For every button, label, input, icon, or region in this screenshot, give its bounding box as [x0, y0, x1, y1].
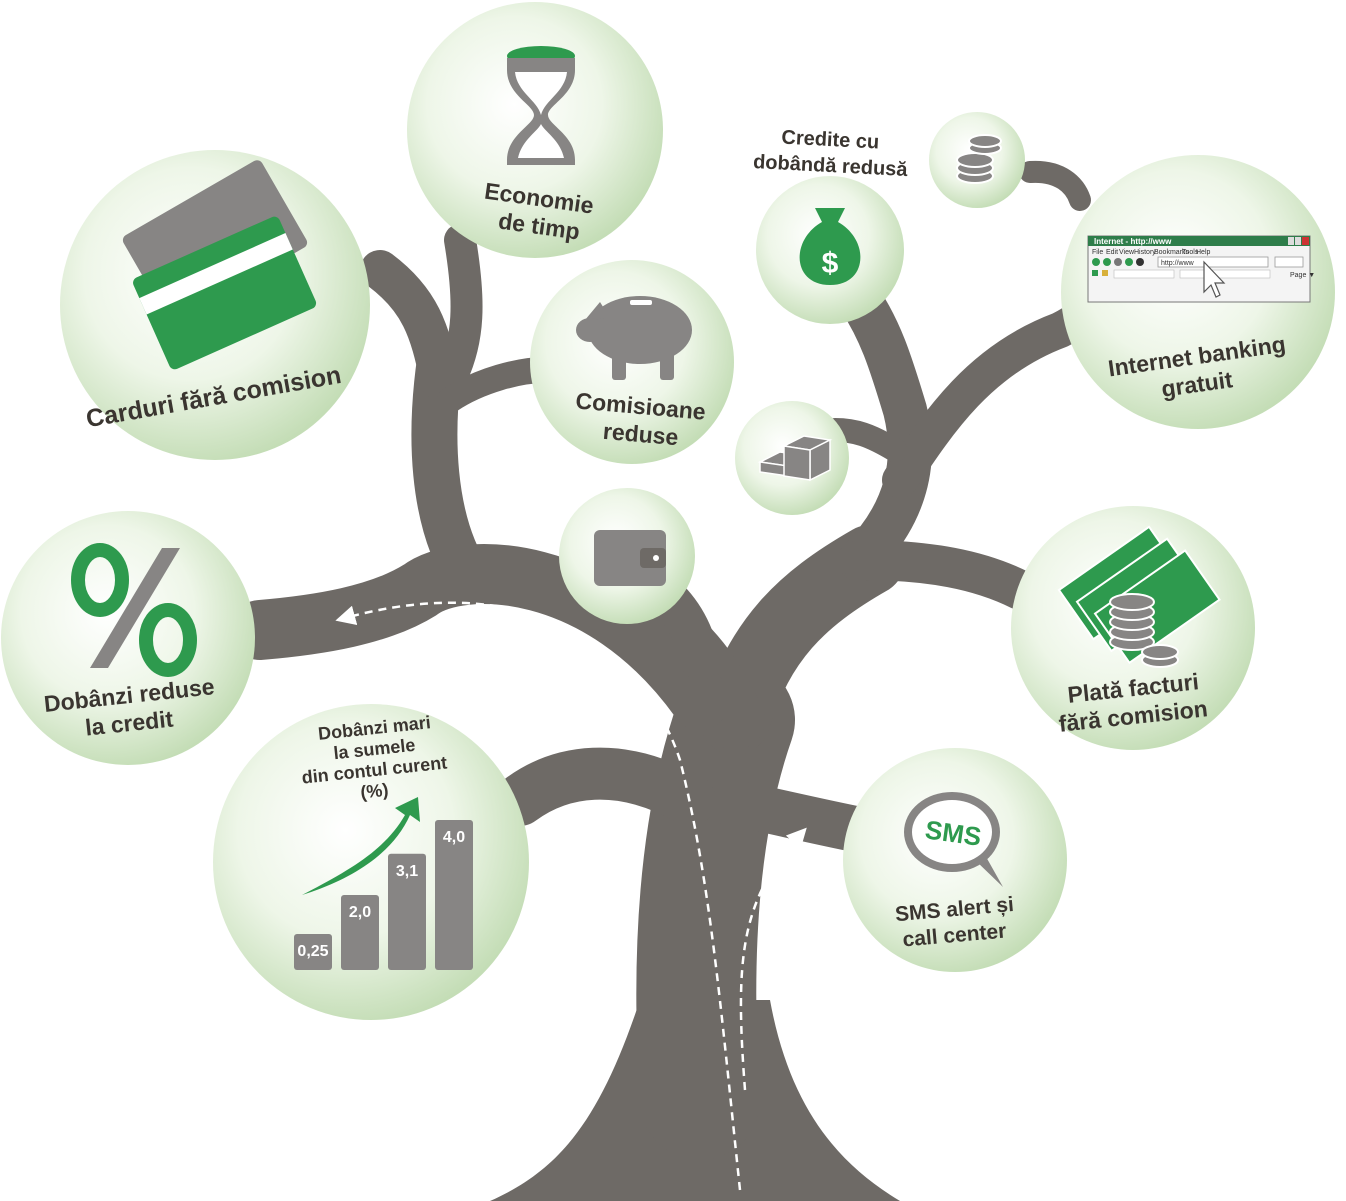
rising-arrow-icon: [302, 797, 420, 895]
mouse-cursor-icon: [1203, 260, 1226, 298]
flow-arrows: [335, 601, 807, 1191]
browser-menu-view: View: [1119, 249, 1135, 256]
bubble-bills: Plată facturi fără comision: [1011, 506, 1255, 750]
credit-label-line2: dobândă redusă: [753, 151, 909, 181]
interest-bar: [341, 895, 379, 970]
browser-menu-help: Help: [1196, 249, 1211, 256]
browser-address: http://www: [1161, 260, 1195, 267]
flow-arrow-left: [335, 601, 742, 1191]
piggy-bank-icon: [576, 296, 692, 380]
interest-bar: [294, 934, 332, 970]
bubble-fees: Comisioane reduse: [530, 260, 734, 464]
browser-menu-tools: Tools: [1182, 249, 1199, 256]
interest-bar-label: 2,0: [349, 904, 371, 921]
banknotes-coins-icon: [1057, 525, 1221, 668]
bubble-internet-banking: Internet - http://www File Edit View His…: [1061, 155, 1335, 429]
interest-bar: [435, 820, 473, 970]
percent-icon: [71, 543, 197, 677]
browser-menu-file: File: [1092, 249, 1103, 256]
bubble-time: Economie de timp: [407, 2, 663, 258]
browser-page-label: Page ▼: [1290, 272, 1315, 279]
bubble-cards: Carduri fără comision: [60, 150, 370, 460]
flow-arrow-right: [739, 827, 807, 1091]
bubble-coins: [929, 112, 1025, 208]
money-bag-icon: $: [799, 208, 861, 285]
browser-menu-history: History: [1134, 249, 1156, 256]
speech-bubble-icon: SMS: [904, 792, 1003, 887]
svg-text:$: $: [822, 247, 839, 280]
interest-bar: [388, 853, 426, 970]
bubble-wallet: [559, 488, 695, 624]
bubble-gold: [735, 401, 849, 515]
browser-menu-bookmarks: Bookmarks: [1154, 249, 1190, 256]
interest-bar-label: 3,1: [396, 863, 418, 880]
credit-card-icon: [122, 160, 317, 370]
bubble-credit-low-rate: $ Credite cu dobândă redusă: [753, 126, 909, 324]
interest-bar-label: 4,0: [443, 829, 465, 846]
interest-bar-label: 0,25: [297, 943, 328, 960]
gold-bars-icon: [757, 435, 833, 482]
interest-bar-chart: 0,25 2,0 3,1 4,0: [294, 820, 473, 970]
browser-title: Internet - http://www: [1094, 237, 1172, 246]
credit-label-line1: Credite cu: [781, 126, 880, 153]
hourglass-icon: [507, 46, 575, 165]
browser-menu-edit: Edit: [1106, 249, 1118, 256]
browser-window-icon: Internet - http://www File Edit View His…: [1087, 235, 1315, 303]
interest-label-line4: (%): [359, 780, 389, 803]
coins-icon: [956, 134, 1002, 184]
bubble-rates: Dobânzi reduse la credit: [1, 511, 255, 765]
bubble-sms: SMS SMS alert și call center: [843, 748, 1067, 972]
bubble-interest: Dobânzi mari la sumele din contul curent…: [213, 704, 529, 1020]
wallet-icon: [594, 530, 666, 586]
tree-trunk: [636, 660, 795, 1160]
